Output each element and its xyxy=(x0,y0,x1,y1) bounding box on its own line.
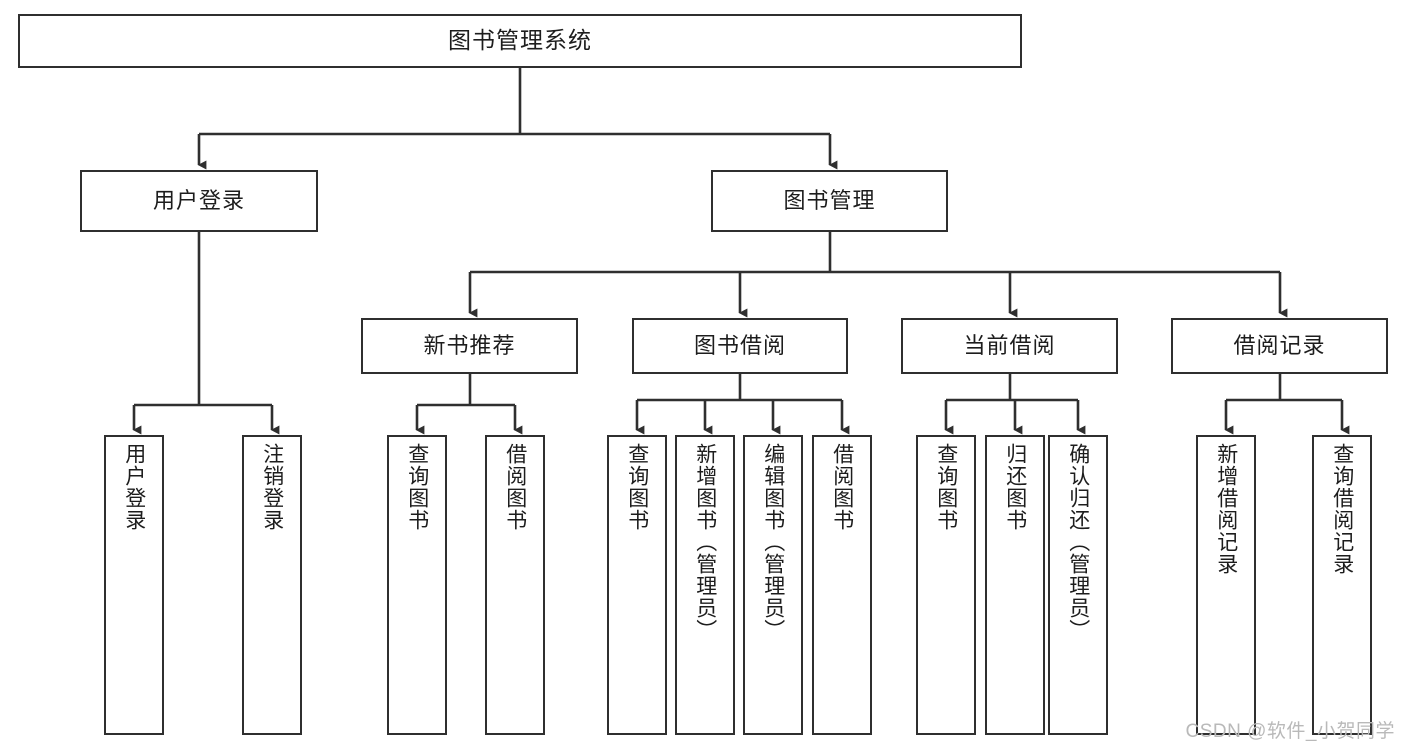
leaf-node[interactable]: 借阅图书 xyxy=(485,435,545,735)
leaf-node[interactable]: 确认归还（管理员） xyxy=(1048,435,1108,735)
leaf-node[interactable]: 查询图书 xyxy=(387,435,447,735)
node-label: 新书推荐 xyxy=(423,332,516,358)
leaf-node[interactable]: 查询借阅记录 xyxy=(1312,435,1372,735)
leaf-node[interactable]: 查询图书 xyxy=(916,435,976,735)
node-label: 图书管理 xyxy=(783,187,876,213)
watermark: CSDN @软件_小贺同学 xyxy=(1185,721,1395,742)
node-label: 归还图书 xyxy=(1003,443,1027,531)
node-book-manage[interactable]: 图书管理 xyxy=(711,170,948,232)
leaf-node[interactable]: 借阅图书 xyxy=(812,435,872,735)
node-label: 查询借阅记录 xyxy=(1330,443,1354,575)
leaf-node[interactable]: 编辑图书（管理员） xyxy=(743,435,803,735)
node-user-login[interactable]: 用户登录 xyxy=(80,170,318,232)
node-label: 当前借阅 xyxy=(963,332,1056,358)
node-label: 借阅图书 xyxy=(830,443,854,531)
node-borrow-record[interactable]: 借阅记录 xyxy=(1171,318,1388,374)
node-label: 图书借阅 xyxy=(693,332,786,358)
node-label: 新增借阅记录 xyxy=(1214,443,1238,575)
node-current-borrow[interactable]: 当前借阅 xyxy=(901,318,1118,374)
node-new-book-recommend[interactable]: 新书推荐 xyxy=(361,318,578,374)
leaf-node[interactable]: 新增借阅记录 xyxy=(1196,435,1256,735)
node-label: 查询图书 xyxy=(405,443,429,531)
node-label: 查询图书 xyxy=(934,443,958,531)
node-label: 借阅记录 xyxy=(1233,332,1326,358)
node-root-system[interactable]: 图书管理系统 xyxy=(18,14,1022,68)
node-label: 查询图书 xyxy=(625,443,649,531)
node-label: 借阅图书 xyxy=(503,443,527,531)
node-label: 确认归还（管理员） xyxy=(1066,443,1090,641)
leaf-node[interactable]: 新增图书（管理员） xyxy=(675,435,735,735)
node-label: 用户登录 xyxy=(122,443,146,531)
node-label: 注销登录 xyxy=(260,443,284,531)
node-book-borrow[interactable]: 图书借阅 xyxy=(632,318,848,374)
leaf-node[interactable]: 查询图书 xyxy=(607,435,667,735)
node-label: 新增图书（管理员） xyxy=(693,443,717,641)
node-label: 编辑图书（管理员） xyxy=(761,443,785,641)
node-label: 用户登录 xyxy=(152,187,245,213)
leaf-node[interactable]: 用户登录 xyxy=(104,435,164,735)
leaf-node[interactable]: 注销登录 xyxy=(242,435,302,735)
node-label: 图书管理系统 xyxy=(448,27,592,54)
leaf-node[interactable]: 归还图书 xyxy=(985,435,1045,735)
